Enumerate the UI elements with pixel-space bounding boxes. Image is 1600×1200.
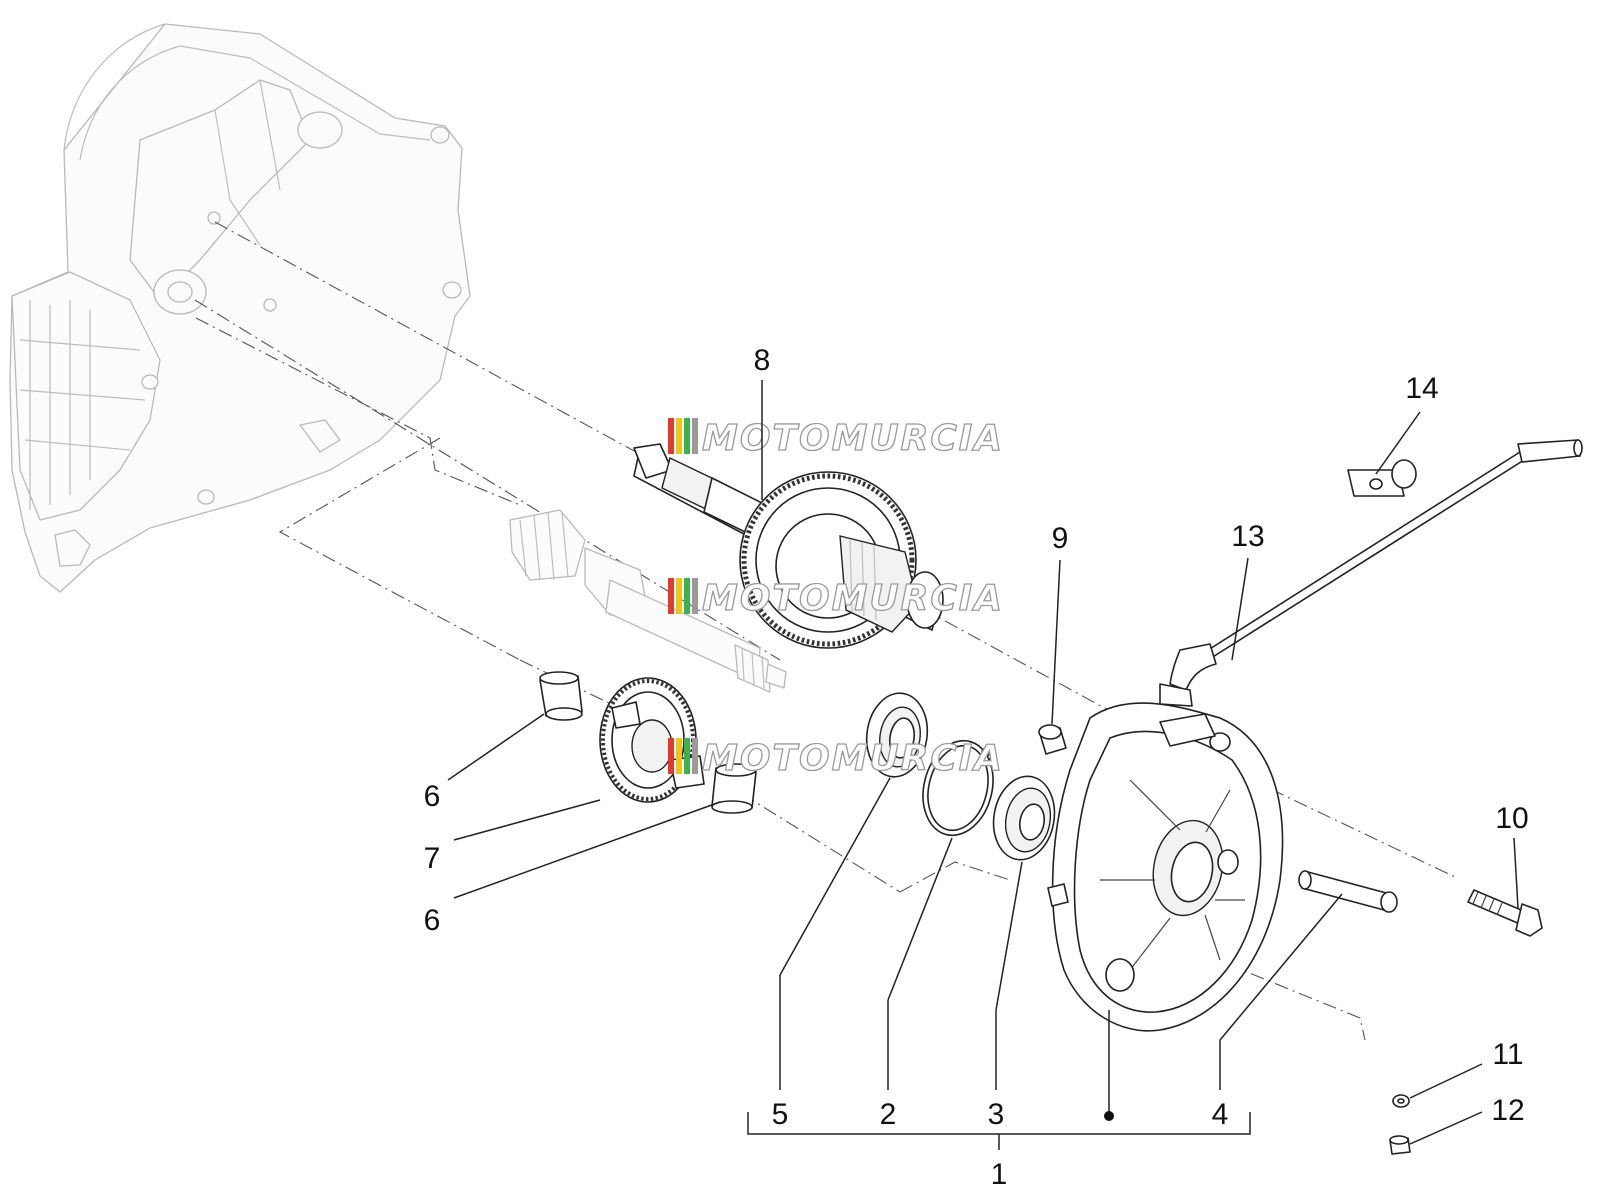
callout-6-lower: 6 [424,904,441,937]
washer-and-screw [1389,1094,1411,1155]
crankcase-ghost [9,23,471,593]
bolt [1467,889,1543,937]
callout-7: 7 [424,842,441,875]
watermark-middle: MOTOMURCIA [668,577,1004,620]
dowel-bush [1038,724,1067,755]
callout-12: 12 [1491,1094,1524,1127]
watermark-stripe-yellow [676,578,682,614]
breather-tube [1159,439,1583,707]
watermark-stripe-red [668,418,674,454]
callout-9: 9 [1052,522,1069,555]
intermediate-shaft-gear [633,443,944,649]
watermark-stripe-red [668,738,674,774]
callout-2: 2 [880,1098,897,1131]
watermark-bottom: MOTOMURCIA [668,737,1004,780]
watermark-top: MOTOMURCIA [668,417,1004,460]
watermark-text: MOTOMURCIA [702,578,1004,619]
cover-pin [1298,870,1398,913]
ball-bearing [992,775,1056,861]
watermark-stripe-grey [692,418,698,454]
watermark-text: MOTOMURCIA [702,738,1004,779]
watermark-text: MOTOMURCIA [702,418,1004,459]
callout-8: 8 [754,344,771,377]
callout-numbers: 8 14 9 13 10 6 7 6 5 2 3 4 11 12 1 [424,344,1529,1191]
callout-14: 14 [1405,372,1438,405]
watermark-stripe-grey [692,738,698,774]
watermark-stripe-yellow [676,418,682,454]
leader-lines [447,380,1519,1150]
gear-cover [1047,702,1284,1032]
callout-11: 11 [1492,1038,1523,1071]
tube-clamp [1347,459,1417,497]
watermark-stripe-green [684,578,690,614]
watermark-stripe-green [684,418,690,454]
watermark-stripe-yellow [676,738,682,774]
callout-1: 1 [991,1158,1008,1191]
marker-dot [1104,1111,1114,1121]
callout-13: 13 [1231,520,1264,553]
watermark-stripe-grey [692,578,698,614]
oil-seal [865,692,929,778]
callout-5: 5 [772,1098,789,1131]
callout-10: 10 [1495,802,1528,835]
callout-6-upper: 6 [424,780,441,813]
callout-3: 3 [988,1098,1005,1131]
circlip [922,739,997,837]
watermark-stripe-red [668,578,674,614]
watermark-stripe-green [684,738,690,774]
wheel-axle-pinion [509,509,787,693]
callout-4: 4 [1212,1098,1229,1131]
